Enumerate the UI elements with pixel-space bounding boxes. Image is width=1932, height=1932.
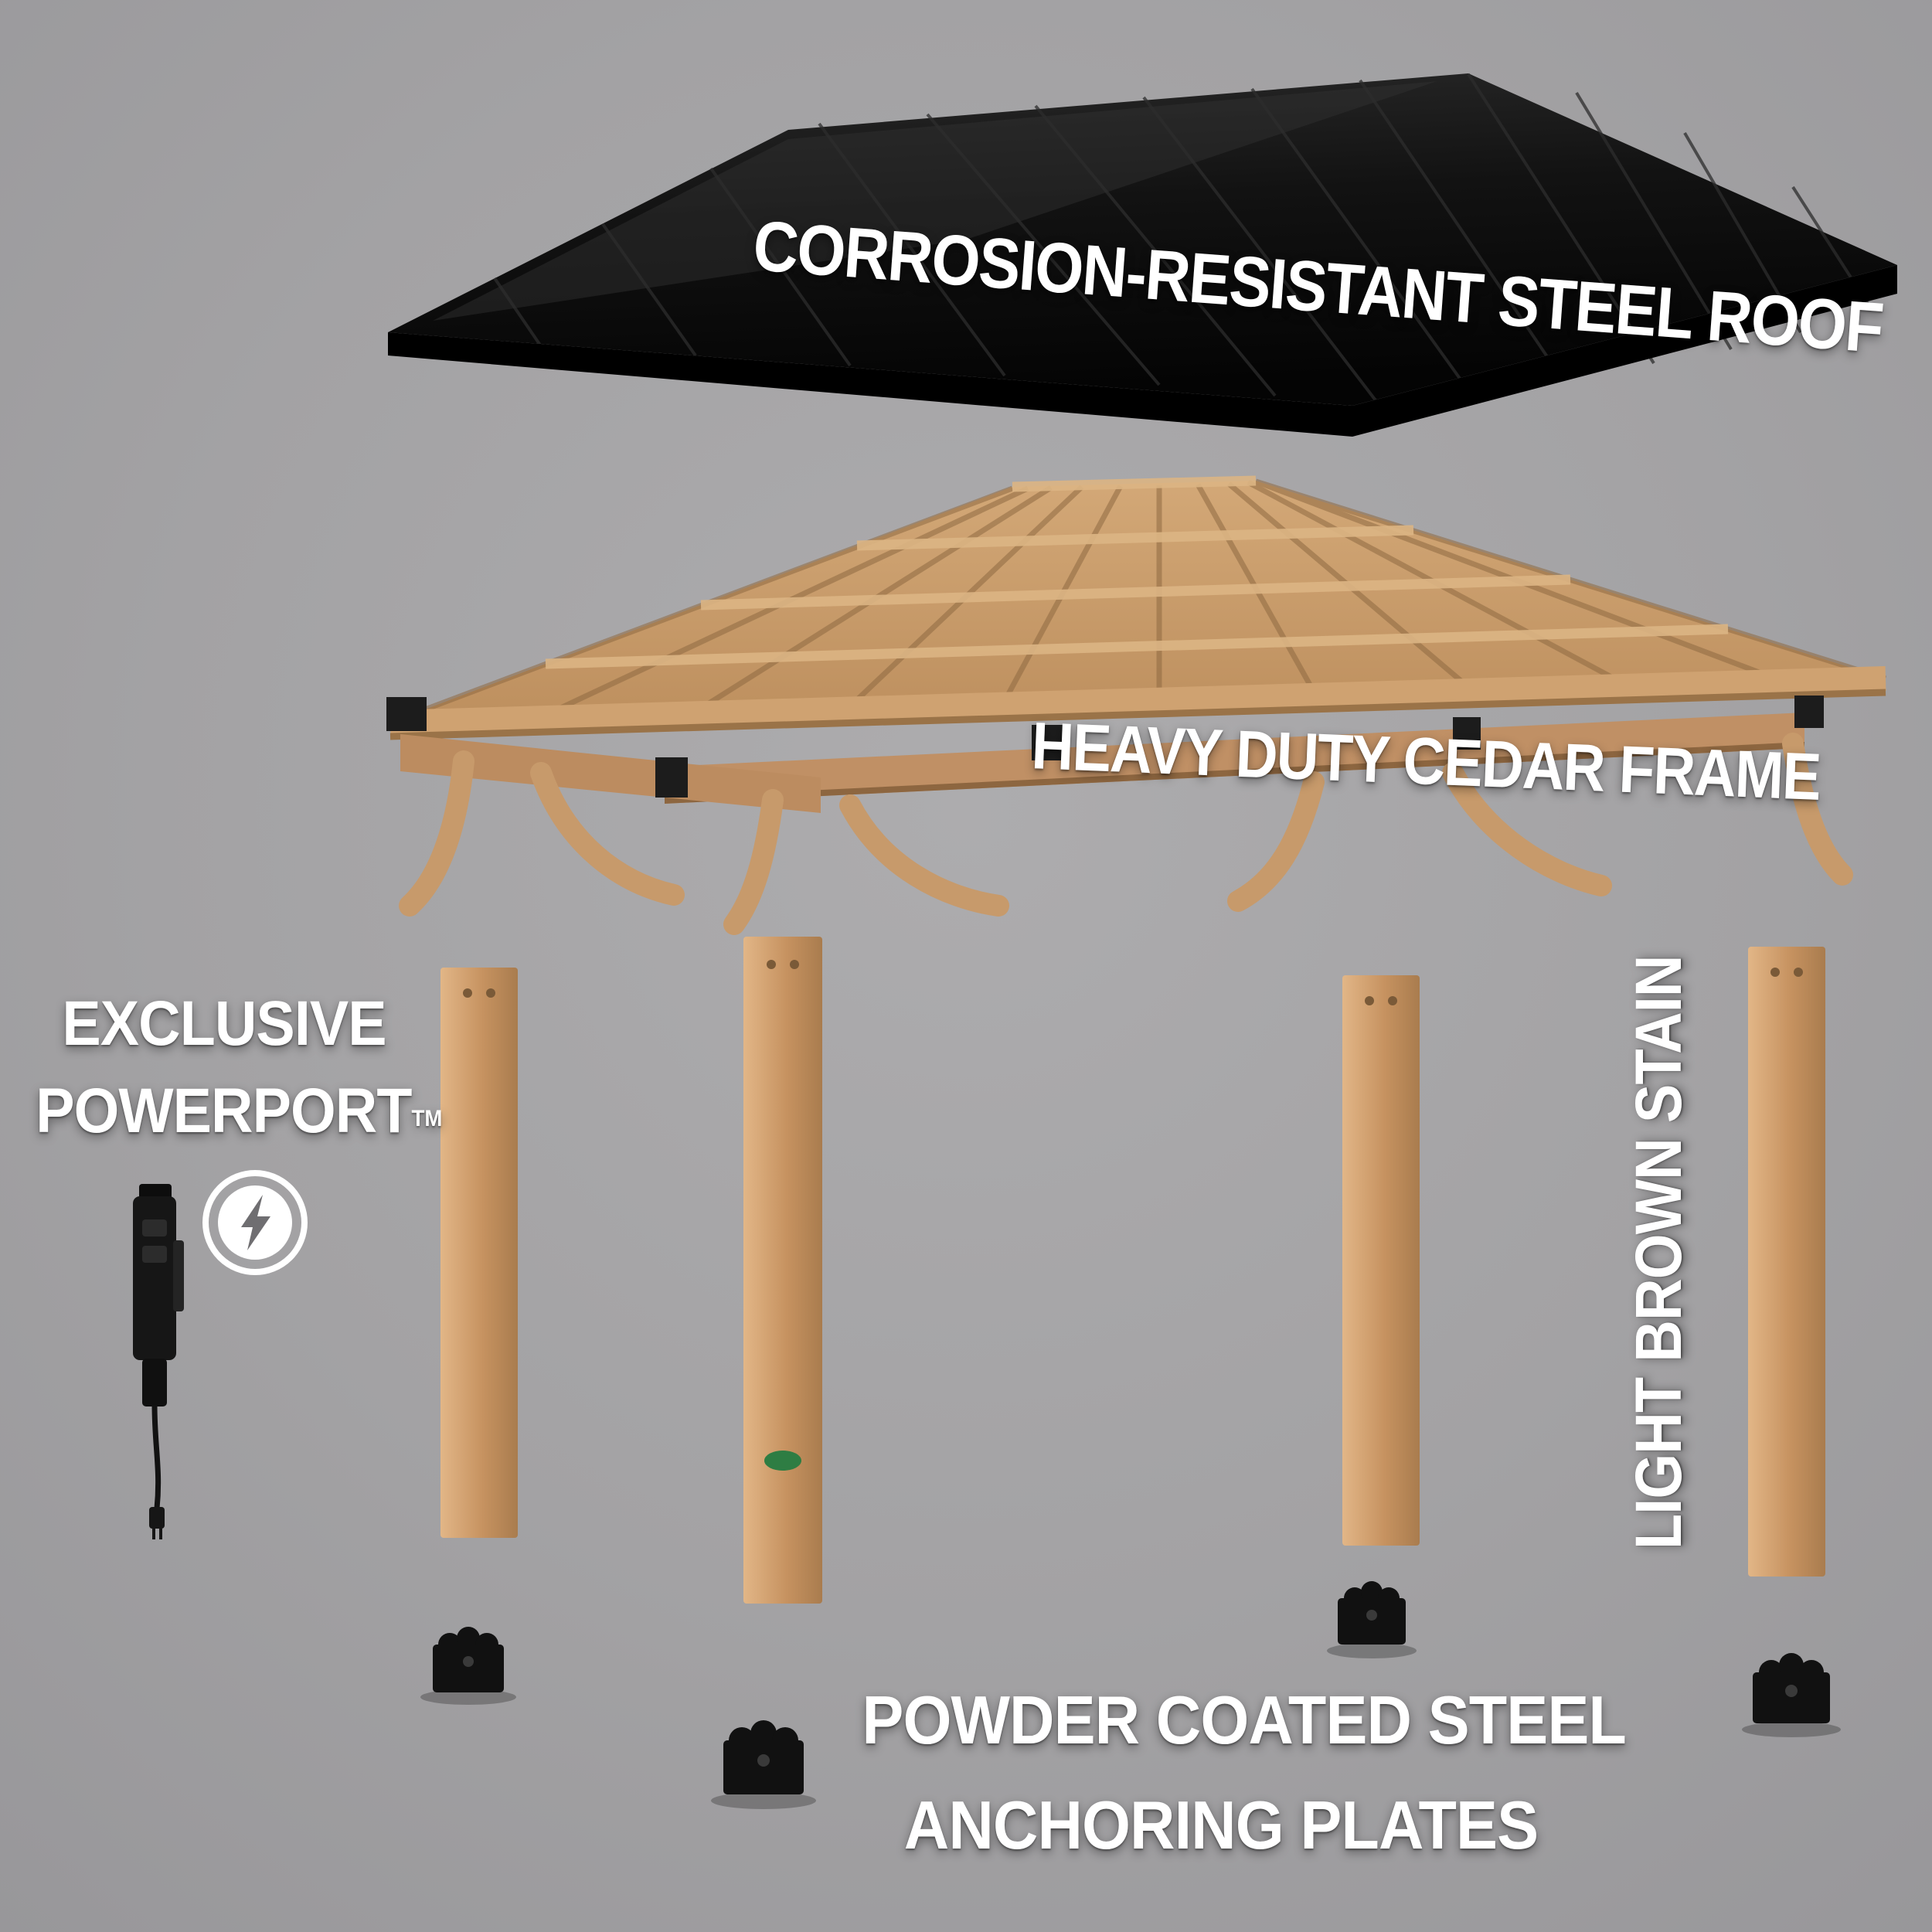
left-beam [400,734,821,813]
post-screws [463,960,1803,1005]
anchor-label-line1: POWDER COATED STEEL [862,1682,1626,1758]
anchor-plate-3 [1327,1581,1417,1658]
post-2 [743,937,822,1604]
anchor-plates [420,1581,1841,1809]
roof-ribs [493,73,1872,402]
anchor-plate-1 [420,1627,516,1705]
frame-brackets [386,696,1824,798]
anchor-label: POWDER COATED STEEL ANCHORING PLATES [862,1668,1626,1879]
post-3 [1342,975,1420,1546]
frame-purlins [545,475,1729,669]
posts [440,937,1825,1604]
brand-badge [764,1451,801,1471]
powerport-icon [202,1170,308,1275]
powerport-device [133,1184,184,1539]
power-cord [151,1404,162,1509]
front-beam [665,713,1804,804]
frame-fascia [389,666,1886,735]
icon-ring [202,1170,308,1275]
anchor-plate-4 [1742,1653,1841,1737]
power-plug [149,1507,165,1529]
front-beam-edge [665,742,1804,804]
powerport-label-line1: EXCLUSIVE [62,988,386,1059]
powerport-label-line2: POWERPORTTM [36,1076,443,1147]
post-1 [440,968,518,1538]
powerport-label: EXCLUSIVE POWERPORTTM [36,980,443,1155]
cedar-frame [386,475,1887,935]
roof-sheen [433,81,1437,321]
stain-label: LIGHT BROWN STAIN [1622,955,1695,1549]
tm-mark: TM [411,1106,443,1132]
post-4 [1748,947,1825,1577]
lightning-bolt-icon [241,1195,270,1250]
anchor-label-line2: ANCHORING PLATES [903,1787,1539,1864]
anchor-plate-2 [711,1720,816,1809]
steel-roof [388,73,1897,437]
frame-fascia-shadow [389,689,1886,740]
knee-braces [399,733,1853,935]
roof-underside [388,265,1897,437]
